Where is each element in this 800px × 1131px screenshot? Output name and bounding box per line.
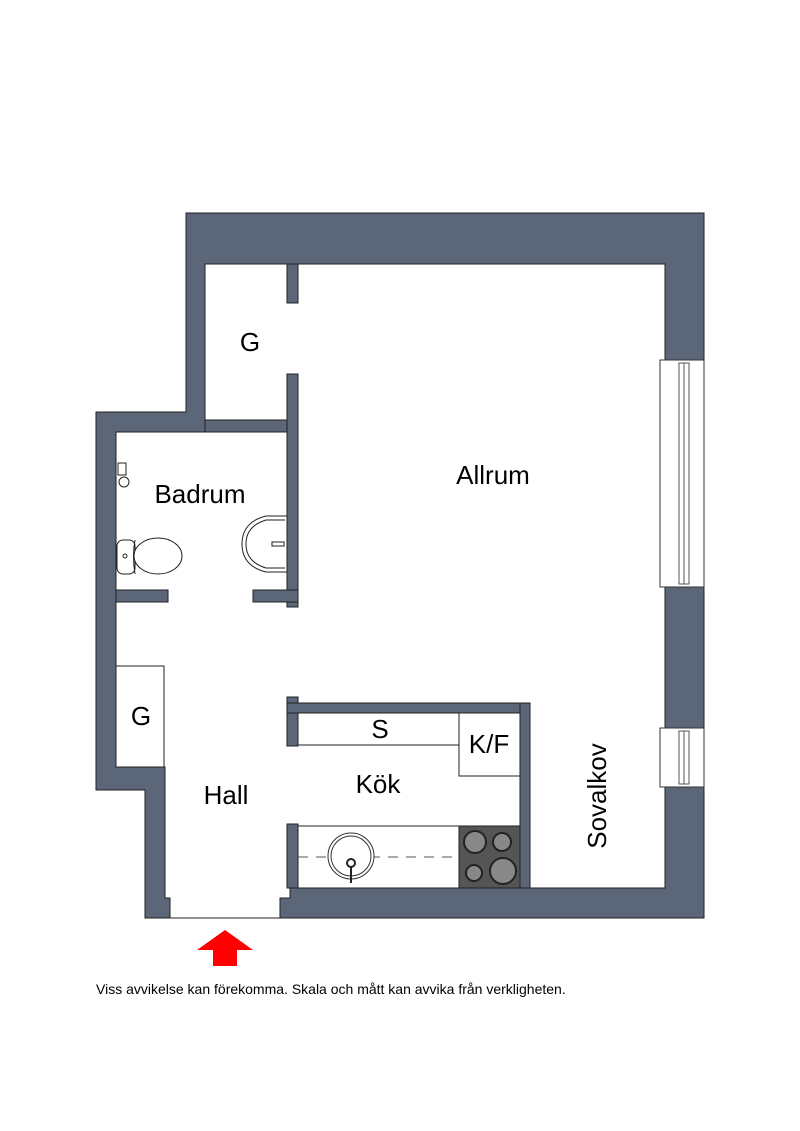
room-label-hall: Hall xyxy=(204,780,249,810)
room-label-storage: S xyxy=(371,714,388,744)
kitchen-sink-icon xyxy=(327,832,375,883)
room-label-closet-hall: G xyxy=(131,701,151,731)
fridge-freezer xyxy=(458,712,521,777)
washbasin-icon xyxy=(241,515,288,573)
room-label-bathroom: Badrum xyxy=(154,479,245,509)
window-lower xyxy=(659,727,705,788)
hall-closet xyxy=(115,665,165,768)
room-label-sleeping-alcove: Sovalkov xyxy=(582,743,612,849)
room-label-fridge-freezer: K/F xyxy=(469,729,509,759)
internal-walls xyxy=(115,263,531,889)
toilet-icon xyxy=(116,537,183,575)
storage-cabinet xyxy=(297,712,460,746)
room-label-kitchen: Kök xyxy=(356,769,402,799)
window-upper xyxy=(659,359,705,588)
room-label-living-room: Allrum xyxy=(456,460,530,490)
entrance-arrow-icon xyxy=(197,930,253,966)
stove-icon xyxy=(458,825,521,889)
shower-icon xyxy=(117,462,130,488)
room-label-closet-top: G xyxy=(240,327,260,357)
disclaimer-text: Viss avvikelse kan förekomma. Skala och … xyxy=(96,981,566,997)
